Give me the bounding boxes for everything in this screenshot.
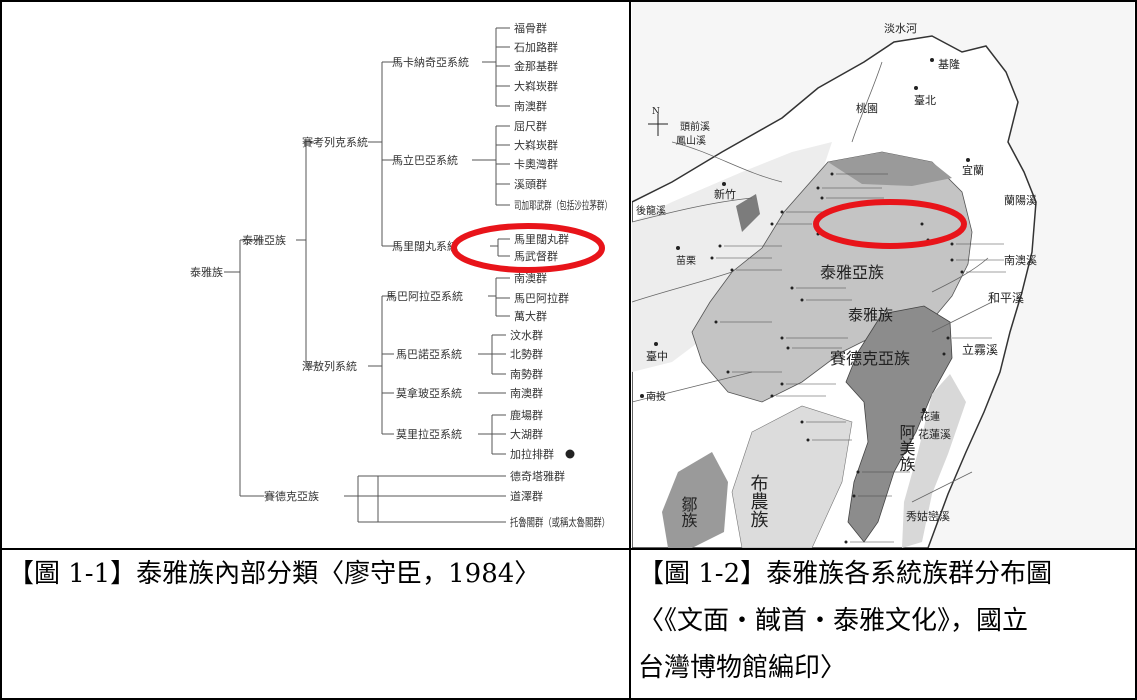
group-text-lines	[716, 173, 1006, 543]
place-label: 秀姑巒溪	[906, 509, 950, 523]
bunun-region	[731, 405, 853, 548]
ethnic-label-atayal-subgroup: 泰雅亞族	[820, 263, 884, 282]
tree-group: 南澳群	[514, 271, 547, 285]
tree-root-label: 泰雅族	[190, 265, 223, 279]
place-label: 蘭陽溪	[1004, 194, 1037, 207]
tree-group-labels: 福骨群 石加路群 金那基群 大嵙崁群 南澳群 屈尺群 大嵙崁群 卡奧灣群 溪頭群…	[510, 21, 612, 529]
tree-subgroup-atayal: 泰雅亞族	[242, 233, 286, 247]
place-label: 臺中	[646, 349, 668, 363]
place-label: 鳳山溪	[676, 135, 706, 147]
tree-group: 萬大群	[514, 309, 547, 323]
tree-group: 北勢群	[510, 347, 543, 361]
tree-group: 汶水群	[510, 328, 543, 342]
tsou-region	[662, 452, 728, 548]
marker-dot-icon	[565, 449, 575, 459]
tree-group: 屈尺群	[514, 119, 547, 133]
highlight-circle-map	[813, 199, 967, 249]
ethnic-label-bunun: 布農族	[748, 474, 769, 528]
tree-subsystem-5: 馬巴諾亞系統	[396, 347, 462, 361]
caption-right-line2: 〈《文面・馘首・泰雅文化》，國立	[638, 606, 1029, 636]
tree-subsystem-4: 馬巴阿拉亞系統	[386, 289, 463, 303]
group-markers	[710, 172, 964, 544]
place-label: 南澳溪	[1004, 254, 1037, 267]
tree-group: 馬巴阿拉群	[514, 291, 569, 305]
place-label: 桃園	[856, 101, 878, 115]
city-markers	[640, 58, 970, 412]
distribution-map-figure: N 淡水河 基隆 臺北 桃園 宜蘭 蘭陽溪 鳳山溪 頭前溪 新竹 後龍溪 苗栗 …	[632, 2, 1134, 548]
tree-subsystem-1: 馬卡納奇亞系統	[392, 55, 469, 69]
place-label: 花蓮	[920, 410, 940, 423]
ethnic-label-amis: 阿美族	[897, 424, 916, 472]
tree-subsystem-3: 馬里闊丸系統	[392, 239, 458, 253]
tree-group: 德奇塔雅群	[510, 469, 565, 483]
tree-subgroup-seediq: 賽德克亞族	[264, 489, 319, 503]
tree-group: 南澳群	[514, 99, 547, 113]
ethnic-label-atayal: 泰雅族	[848, 306, 893, 324]
distribution-map: N 淡水河 基隆 臺北 桃園 宜蘭 蘭陽溪 鳳山溪 頭前溪 新竹 後龍溪 苗栗 …	[632, 2, 1134, 548]
ethnic-label-seediq: 賽德克亞族	[830, 349, 910, 368]
caption-left: 【圖 1-1】泰雅族內部分類〈廖守臣，1984〉	[8, 559, 541, 589]
place-label: 淡水河	[884, 22, 917, 35]
place-label: 宜蘭	[962, 163, 984, 177]
place-label: 立霧溪	[962, 342, 998, 357]
tree-group: 托魯閣群（或稱太魯閣群）	[510, 515, 610, 529]
tree-group: 南勢群	[510, 367, 543, 381]
tree-group: 加拉排群	[510, 447, 554, 461]
place-label: 基隆	[938, 57, 960, 71]
highlight-circle-tree	[451, 223, 605, 273]
place-label: 新竹	[714, 187, 736, 201]
place-label: 和平溪	[988, 291, 1024, 305]
tree-subsystem-6: 莫拿玻亞系統	[396, 386, 462, 400]
north-arrow-icon: N	[648, 107, 668, 136]
tree-system-squliq: 賽考列克系統	[302, 135, 368, 149]
seediq-region	[845, 305, 953, 543]
tree-group: 卡奧灣群	[514, 157, 558, 171]
tree-group: 道澤群	[510, 489, 543, 503]
amis-region	[902, 374, 966, 548]
tree-group: 福骨群	[514, 21, 547, 35]
place-label: 頭前溪	[680, 120, 710, 133]
place-label: 苗栗	[676, 255, 696, 267]
tree-group: 石加路群	[514, 40, 558, 54]
tree-group: 大嵙崁群	[514, 138, 558, 152]
tree-group: 馬里闊丸群	[514, 232, 569, 246]
ethnic-label-tsou: 鄒族	[679, 496, 698, 528]
tree-diagram: 泰雅族 泰雅亞族 賽德克亞族 賽考列克系統 澤敖列系統 馬卡納奇亞系統 馬立巴亞…	[190, 21, 612, 529]
tree-group: 溪頭群	[514, 177, 547, 191]
tree-subsystem-7: 莫里拉亞系統	[396, 427, 462, 441]
tree-group: 司加耶武群（包括沙拉茅群）	[514, 198, 612, 212]
tree-subsystem-2: 馬立巴亞系統	[392, 153, 458, 167]
tree-group: 大嵙崁群	[514, 79, 558, 93]
place-label: 臺北	[914, 93, 936, 107]
tree-group: 鹿場群	[510, 408, 543, 422]
caption-right-line1: 【圖 1-2】泰雅族各系統族群分布圖	[638, 559, 1053, 589]
tree-system-tseole: 澤敖列系統	[302, 359, 357, 373]
place-label: 南投	[646, 390, 666, 403]
tree-group: 南澳群	[510, 386, 543, 400]
place-label: 花蓮溪	[918, 427, 951, 441]
tree-group: 馬武督群	[514, 249, 558, 263]
caption-right-line3: 台灣博物館編印〉	[638, 653, 847, 683]
tree-group: 大湖群	[510, 427, 543, 441]
tree-group: 金那基群	[514, 59, 558, 73]
place-label: 後龍溪	[636, 204, 666, 217]
classification-tree-figure: 泰雅族 泰雅亞族 賽德克亞族 賽考列克系統 澤敖列系統 馬卡納奇亞系統 馬立巴亞…	[2, 2, 628, 548]
north-label: N	[652, 107, 660, 117]
